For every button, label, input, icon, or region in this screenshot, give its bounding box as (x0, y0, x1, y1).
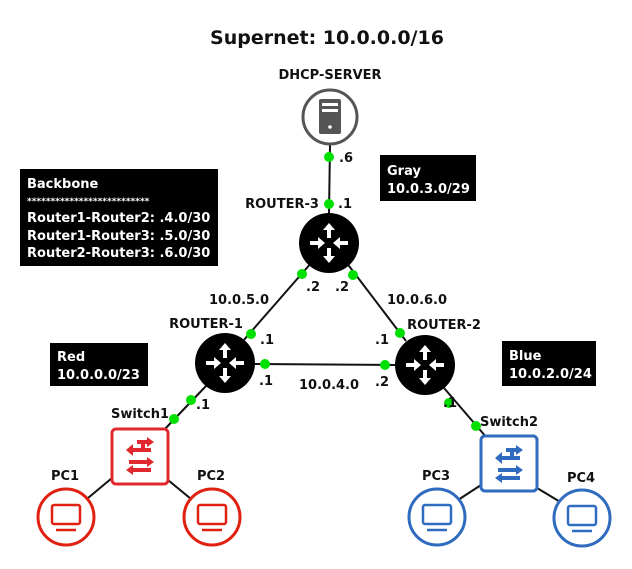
gray-subnet: 10.0.3.0/29 (387, 182, 470, 197)
gray-title: Gray (387, 164, 421, 179)
interface-dot (324, 199, 334, 209)
pc4-node[interactable]: PC4 (552, 471, 612, 548)
switch2-label: Switch2 (480, 415, 538, 430)
blue-title: Blue (509, 349, 542, 364)
link-switch1-pc2 (167, 479, 192, 500)
ip-label: .1 (196, 398, 210, 413)
ip-label: .1 (375, 333, 389, 348)
pc3-label: PC3 (422, 469, 450, 484)
link-router1-switch1 (162, 385, 207, 432)
router3-label: ROUTER-3 (245, 197, 319, 212)
router2-label: ROUTER-2 (407, 318, 481, 333)
ip-label: .2 (335, 280, 349, 295)
link-switch2-pc4 (536, 487, 563, 504)
backbone-title: Backbone (27, 177, 99, 192)
ip-label: .2 (306, 280, 320, 295)
interface-dot (260, 359, 270, 369)
switch2-node[interactable]: Switch2 (479, 415, 539, 493)
ip-label: .2 (375, 375, 389, 390)
switch1-node[interactable]: Switch1 (110, 407, 170, 486)
server-icon (319, 99, 341, 134)
interface-dot (246, 329, 256, 339)
interface-dot (169, 414, 179, 424)
blue-subnet: 10.0.2.0/24 (509, 367, 592, 382)
link-switch1-pc1 (87, 477, 113, 499)
link-router1-router2 (254, 363, 396, 366)
diagram-title: Supernet: 10.0.0.0/16 (210, 27, 444, 49)
pc2-label: PC2 (197, 469, 225, 484)
red-info-box: Red 10.0.0.0/23 (50, 343, 148, 386)
gray-info-box: Gray 10.0.3.0/29 (380, 155, 476, 201)
interface-dot (297, 269, 307, 279)
ip-label: .1 (259, 374, 273, 389)
link-label-r1r2: 10.0.4.0 (299, 378, 359, 393)
link-switch2-pc3 (457, 484, 482, 501)
interface-dots (169, 152, 481, 431)
pc2-node[interactable]: PC2 (182, 469, 242, 547)
switch1-label: Switch1 (111, 407, 169, 422)
link-label-r1r3: 10.0.5.0 (209, 293, 269, 308)
router1-node[interactable]: ROUTER-1 (169, 317, 255, 393)
red-title: Red (57, 350, 85, 365)
red-subnet: 10.0.0.0/23 (57, 368, 140, 383)
ip-label: .1 (338, 197, 352, 212)
interface-dot (380, 360, 390, 370)
interface-dot (444, 398, 454, 408)
dhcp-server-node[interactable]: DHCP-SERVER (278, 68, 382, 146)
ip-label: .1 (260, 333, 274, 348)
pc4-label: PC4 (567, 471, 595, 486)
pc3-node[interactable]: PC3 (407, 469, 467, 547)
interface-dot (471, 421, 481, 431)
pc1-node[interactable]: PC1 (36, 469, 96, 547)
interface-dot (186, 395, 196, 405)
backbone-line: Router2-Router3: .6.0/30 (27, 246, 210, 261)
interface-labels: .6 .1 .2 .2 .1 .1 .1 .2 .1 .1 (196, 151, 457, 413)
interface-dot (395, 328, 405, 338)
blue-info-box: Blue 10.0.2.0/24 (502, 341, 596, 386)
backbone-info-box: Backbone ************************** Rout… (20, 169, 218, 266)
interface-dot (348, 270, 358, 280)
interface-dot (324, 152, 334, 162)
backbone-line: Router1-Router2: .4.0/30 (27, 211, 210, 226)
router3-node[interactable]: ROUTER-3 (245, 197, 359, 273)
link-label-r2r3: 10.0.6.0 (387, 293, 447, 308)
router1-label: ROUTER-1 (169, 317, 243, 332)
backbone-line: Router1-Router3: .5.0/30 (27, 229, 210, 244)
backbone-separator: ************************** (27, 197, 150, 207)
ip-label: .1 (443, 396, 457, 411)
ip-label: .6 (339, 151, 353, 166)
router2-node[interactable]: ROUTER-2 (395, 318, 481, 395)
link-router2-switch2 (443, 387, 488, 439)
dhcp-server-label: DHCP-SERVER (278, 68, 381, 83)
pc1-label: PC1 (51, 469, 79, 484)
